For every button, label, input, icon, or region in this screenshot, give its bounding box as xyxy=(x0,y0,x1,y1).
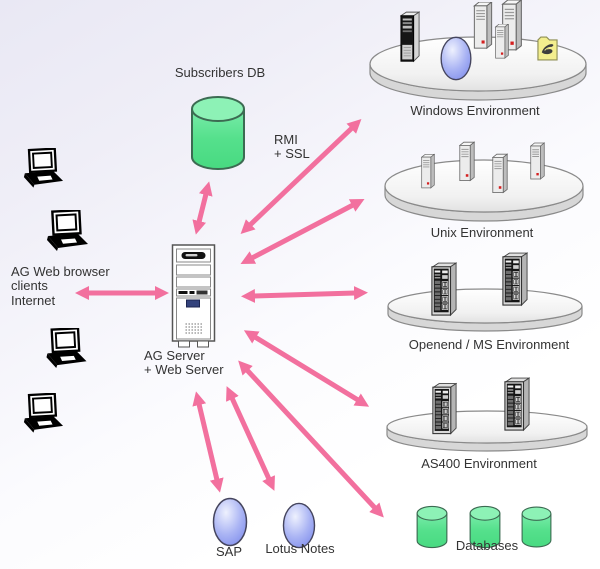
rmi-ssl-label: RMI + SSL xyxy=(274,132,310,162)
arrow-server-unix xyxy=(240,198,365,265)
slim-tower-server-icon xyxy=(492,152,508,198)
mainframe-icon xyxy=(431,262,457,318)
server-tower-icon xyxy=(171,244,216,348)
laptop-icon xyxy=(22,393,64,434)
databases-label: Databases xyxy=(455,538,519,553)
arrow-server-databases xyxy=(238,360,384,518)
slim-tower-server-icon xyxy=(530,138,545,187)
laptop-icon xyxy=(44,328,88,369)
unix-platform-disk xyxy=(384,159,584,222)
sap-label: SAP xyxy=(215,544,242,559)
openend-env-label: Openend / MS Environment xyxy=(408,337,570,352)
dark-tower-server-icon xyxy=(400,10,420,67)
lotus-notes-label: Lotus Notes xyxy=(265,541,335,556)
slim-tower-server-icon xyxy=(421,151,435,194)
windows-platform-disk xyxy=(369,36,587,101)
openend-platform-disk xyxy=(387,288,583,332)
balloon-icon xyxy=(212,497,248,547)
ag-server-label: AG Server + Web Server xyxy=(144,348,224,378)
yellow-document-icon xyxy=(537,36,558,62)
subscribers-db-label: Subscribers DB xyxy=(174,65,266,80)
unix-env-label: Unix Environment xyxy=(430,225,534,240)
as400-env-label: AS400 Environment xyxy=(421,456,537,471)
slim-tower-server-icon xyxy=(459,138,475,188)
as400-platform-disk xyxy=(386,410,588,452)
mainframe-icon xyxy=(432,381,457,438)
mainframe-icon xyxy=(504,377,530,433)
laptop-icon xyxy=(22,148,64,189)
database-cylinder-icon xyxy=(190,95,246,171)
arrow-server-as400 xyxy=(243,330,370,407)
balloon-icon xyxy=(439,36,473,81)
arrow-server-subscribersdb xyxy=(192,181,213,235)
arrow-server-lotus xyxy=(226,386,275,491)
arrow-server-sap xyxy=(192,391,224,493)
arrow-server-openend xyxy=(241,286,368,303)
windows-env-label: Windows Environment xyxy=(410,103,540,118)
laptop-icon xyxy=(45,210,89,252)
clients-label: AG Web browser clients Internet xyxy=(11,264,110,308)
mainframe-icon xyxy=(502,252,528,308)
server-group-icon xyxy=(472,0,528,62)
